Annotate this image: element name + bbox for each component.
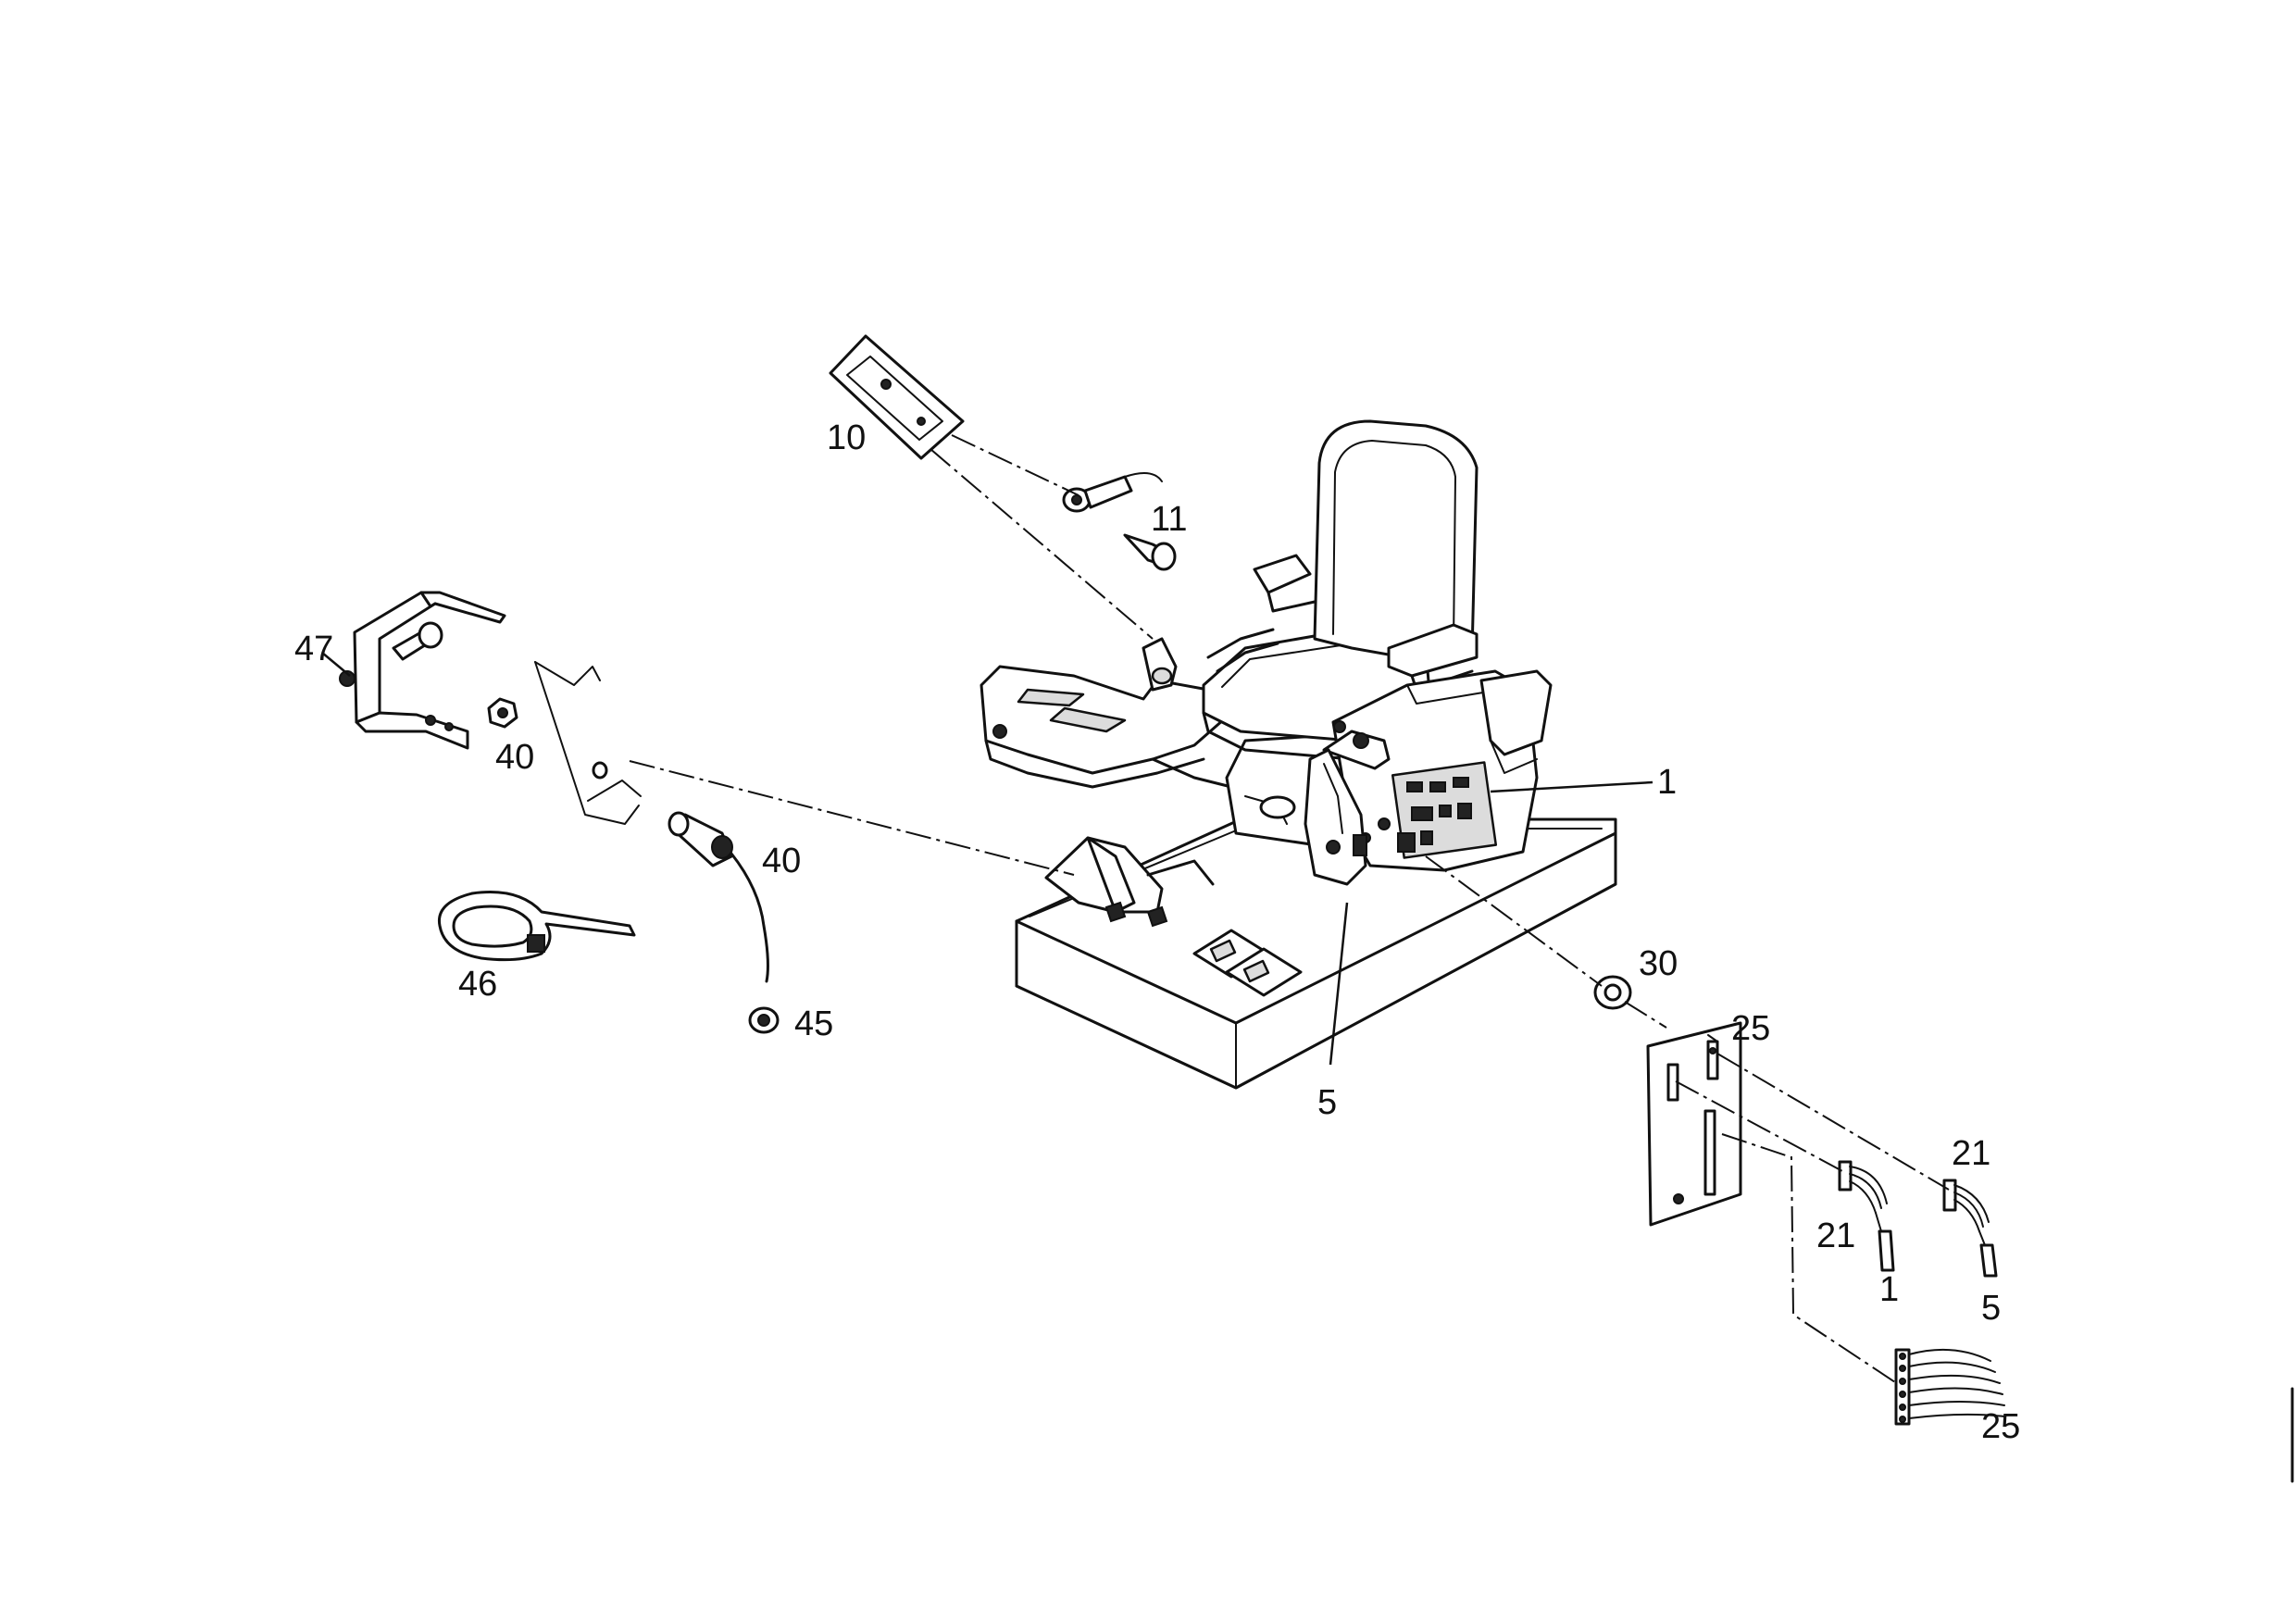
label-45: 45 [794, 1004, 833, 1043]
label-21-left: 21 [1816, 1216, 1855, 1255]
label-1: 1 [1657, 763, 1677, 802]
label-11: 11 [1151, 500, 1187, 539]
pedal-assembly [1044, 836, 1215, 928]
part-46-cable-tie [437, 891, 636, 962]
label-30: 30 [1639, 944, 1678, 983]
label-21-right: 21 [1952, 1134, 1990, 1173]
label-40-nut: 40 [495, 738, 534, 777]
part-25-board [1646, 1021, 1742, 1227]
label-46: 46 [458, 965, 497, 1004]
part-45-grommet [748, 1006, 780, 1034]
label-10: 10 [827, 418, 866, 457]
callout-labels: 10 11 47 40 40 46 45 1 5 30 25 21 21 1 5… [294, 418, 2020, 1446]
right-control-box [1304, 669, 1553, 886]
part-40-sensor [534, 661, 769, 983]
leader-lines [321, 434, 1950, 1385]
part-47-bracket [339, 591, 506, 750]
part-21-connector-left [1838, 1160, 1895, 1272]
left-console [980, 637, 1233, 789]
part-11-screw [1062, 472, 1177, 571]
part-10-plate [829, 334, 965, 460]
label-25-harness: 25 [1981, 1407, 2020, 1446]
label-5: 5 [1317, 1083, 1337, 1122]
part-25-harness [1894, 1348, 2005, 1426]
part-21-connector-right [1942, 1179, 1998, 1278]
part-30-washer [1593, 975, 1632, 1010]
label-25-board: 25 [1731, 1009, 1770, 1048]
label-1-connector: 1 [1879, 1270, 1899, 1309]
label-40-sensor: 40 [762, 842, 801, 880]
label-47: 47 [294, 630, 333, 668]
label-5-connector: 5 [1981, 1289, 2001, 1328]
part-40-nut [487, 697, 518, 729]
